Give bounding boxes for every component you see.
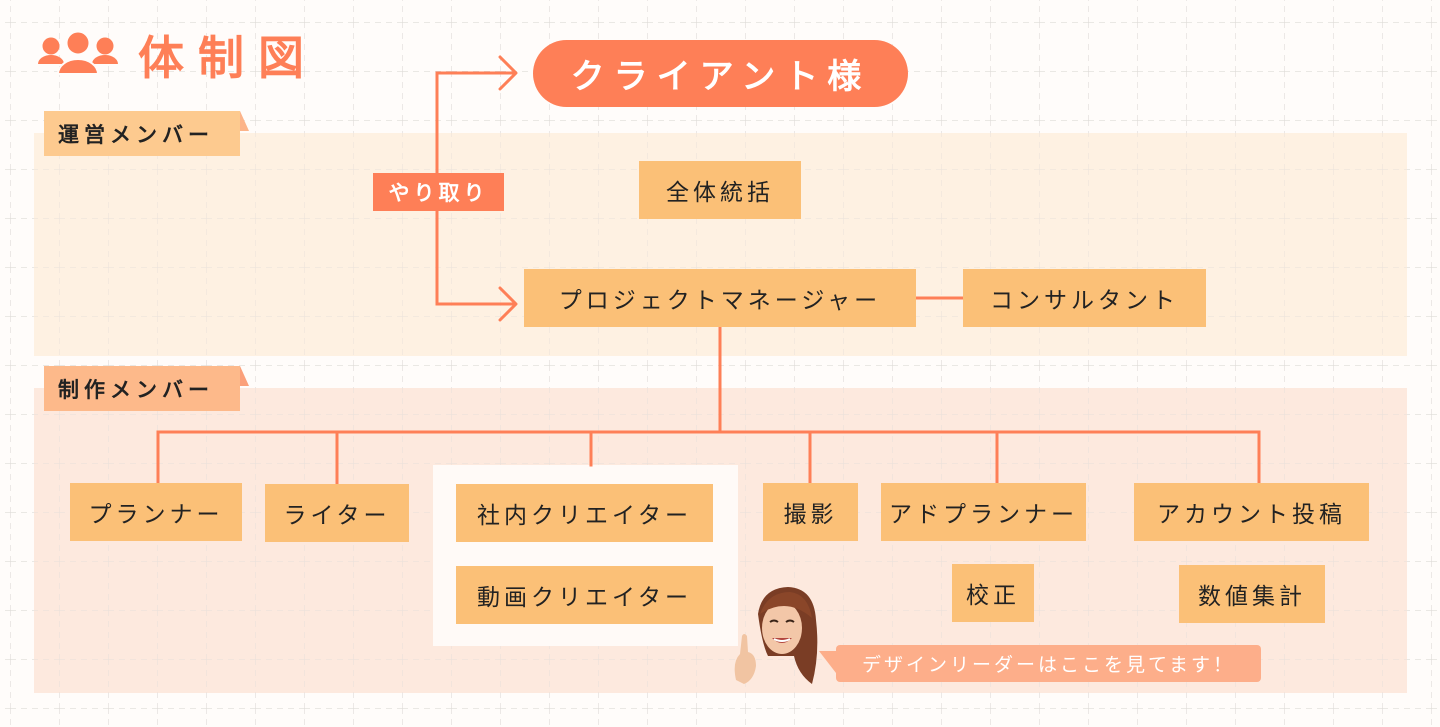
design-leader-avatar xyxy=(734,587,818,684)
section-tag-operations: 運営メンバー xyxy=(44,111,249,156)
node-consultant: コンサルタント xyxy=(963,269,1206,327)
node-ad-planner: アドプランナー xyxy=(881,483,1086,541)
people-group-icon xyxy=(38,30,118,75)
node-video-creator: 動画クリエイター xyxy=(456,566,713,624)
node-metrics: 数値集計 xyxy=(1179,565,1325,623)
arrowhead-to-client xyxy=(498,55,518,91)
node-oversight: 全体統括 xyxy=(639,161,801,219)
node-in-house-creator: 社内クリエイター xyxy=(456,484,713,542)
page-title-text: 体制図 xyxy=(138,31,318,85)
client-node: クライアント様 xyxy=(533,40,908,107)
page-title: 体制図 xyxy=(38,22,318,88)
node-photography: 撮影 xyxy=(763,483,858,541)
node-proofreading: 校正 xyxy=(952,564,1034,622)
section-tag-production: 制作メンバー xyxy=(44,366,249,411)
node-writer: ライター xyxy=(265,484,409,542)
node-project-manager: プロジェクトマネージャー xyxy=(524,269,916,327)
callout-bubble: デザインリーダーはここを見てます！ xyxy=(819,645,1261,682)
node-planner: プランナー xyxy=(70,483,242,541)
exchange-label: やり取り xyxy=(373,173,504,211)
node-account-posting: アカウント投稿 xyxy=(1134,483,1369,541)
